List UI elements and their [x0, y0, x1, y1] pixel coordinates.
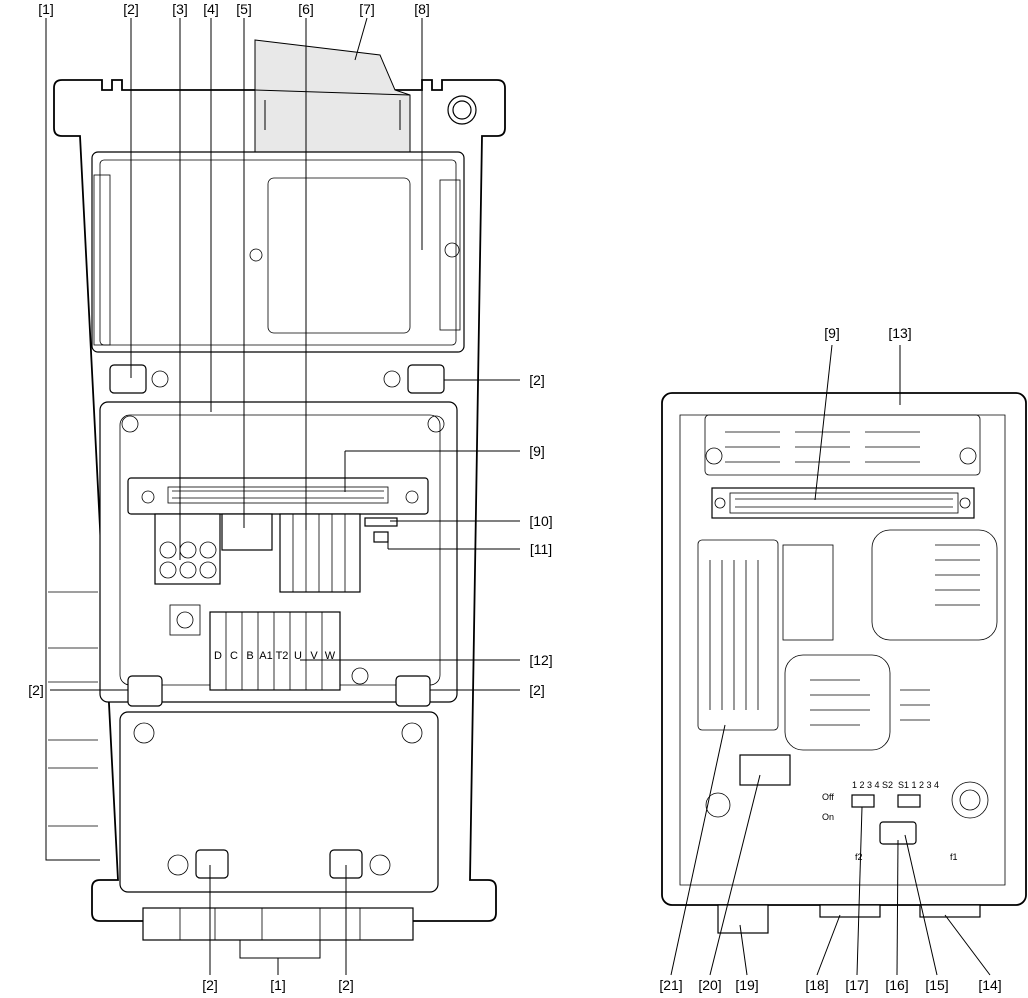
svg-text:1 2 3 4 S2: 1 2 3 4 S2 — [852, 780, 893, 790]
relay-terminal — [221, 513, 273, 551]
callout-2: [2] — [28, 682, 44, 698]
control-terminal-block — [279, 513, 361, 593]
callout-9: [9] — [529, 443, 545, 459]
signal-connector — [711, 487, 975, 519]
callout-5: [5] — [236, 1, 252, 17]
callout-2: [2] — [529, 682, 545, 698]
pe-screw — [195, 849, 229, 879]
svg-text:B: B — [246, 650, 253, 662]
power-terminal-block — [154, 513, 221, 585]
callout-21: [21] — [659, 977, 682, 993]
nameplate — [697, 539, 779, 731]
left-device-front-view: D C B A1 T2 U V W — [48, 39, 506, 941]
lower-compartment — [119, 711, 439, 893]
motor-terminal-block — [209, 611, 341, 691]
svg-text:On: On — [822, 812, 834, 822]
callout-8: [8] — [414, 1, 430, 17]
callout-16: [16] — [885, 977, 908, 993]
right-device-rear-view: 1 2 3 4 S2 S1 1 2 3 4 Off On f1 f2 — [661, 392, 1027, 934]
callout-10: [10] — [529, 513, 552, 529]
svg-text:T2: T2 — [276, 650, 289, 662]
cable-entry-strip — [142, 907, 414, 941]
svg-text:C: C — [230, 650, 238, 662]
callout-20: [20] — [698, 977, 721, 993]
svg-text:f2: f2 — [855, 852, 863, 862]
callout-12: [12] — [529, 652, 552, 668]
pe-screw — [395, 675, 431, 707]
svg-text:A1: A1 — [259, 650, 272, 662]
callout-9: [9] — [824, 325, 840, 341]
connector-cap — [919, 904, 981, 918]
callout-15: [15] — [925, 977, 948, 993]
callout-1: [1] — [270, 977, 286, 993]
callout-2: [2] — [123, 1, 139, 17]
svg-text:U: U — [294, 650, 302, 662]
svg-text:V: V — [310, 650, 318, 662]
callout-13: [13] — [888, 325, 911, 341]
callout-7: [7] — [359, 1, 375, 17]
leader-lines-left — [45, 17, 520, 975]
svg-text:Off: Off — [822, 792, 834, 802]
svg-text:S1 1 2 3 4: S1 1 2 3 4 — [898, 780, 939, 790]
housing — [661, 392, 1027, 906]
callout-2: [2] — [202, 977, 218, 993]
callout-2: [2] — [529, 372, 545, 388]
connector-pins — [172, 490, 384, 499]
dip-switch — [364, 517, 398, 527]
switch-labels: 1 2 3 4 S2 S1 1 2 3 4 Off On f1 f2 — [822, 780, 958, 862]
signal-connector — [127, 477, 429, 515]
callout-2: [2] — [338, 977, 354, 993]
callout-6: [6] — [298, 1, 314, 17]
callout-17: [17] — [845, 977, 868, 993]
callout-18: [18] — [805, 977, 828, 993]
dip-switch-s1 — [897, 794, 921, 808]
led — [373, 531, 389, 543]
callout-4: [4] — [203, 1, 219, 17]
pe-screw — [407, 364, 445, 394]
hand-connector — [739, 754, 791, 786]
pe-screw — [127, 675, 163, 707]
svg-text:W: W — [325, 650, 336, 662]
callout-14: [14] — [978, 977, 1001, 993]
svg-text:D: D — [214, 650, 222, 662]
callouts-right-device: [9] [13] [21] [20] [19] [18] [17] [16] [… — [659, 325, 1001, 993]
terminal-labels: D C B A1 T2 U V W — [214, 650, 336, 662]
callout-19: [19] — [735, 977, 758, 993]
connector-cap — [819, 904, 881, 918]
dip-switch-s2 — [851, 794, 875, 808]
upper-cover — [91, 151, 465, 353]
cable-gland — [717, 904, 769, 934]
callout-11: [11] — [530, 541, 552, 557]
callout-3: [3] — [172, 1, 188, 17]
callouts-left-device: [1] [2] [3] [4] [5] [6] [7] [8] [2] [9] … — [28, 1, 552, 993]
leader-lines-right — [670, 344, 991, 976]
svg-text:f1: f1 — [950, 852, 958, 862]
plug-connector — [254, 39, 411, 153]
callout-1: [1] — [38, 1, 54, 17]
pe-screw — [109, 364, 147, 394]
